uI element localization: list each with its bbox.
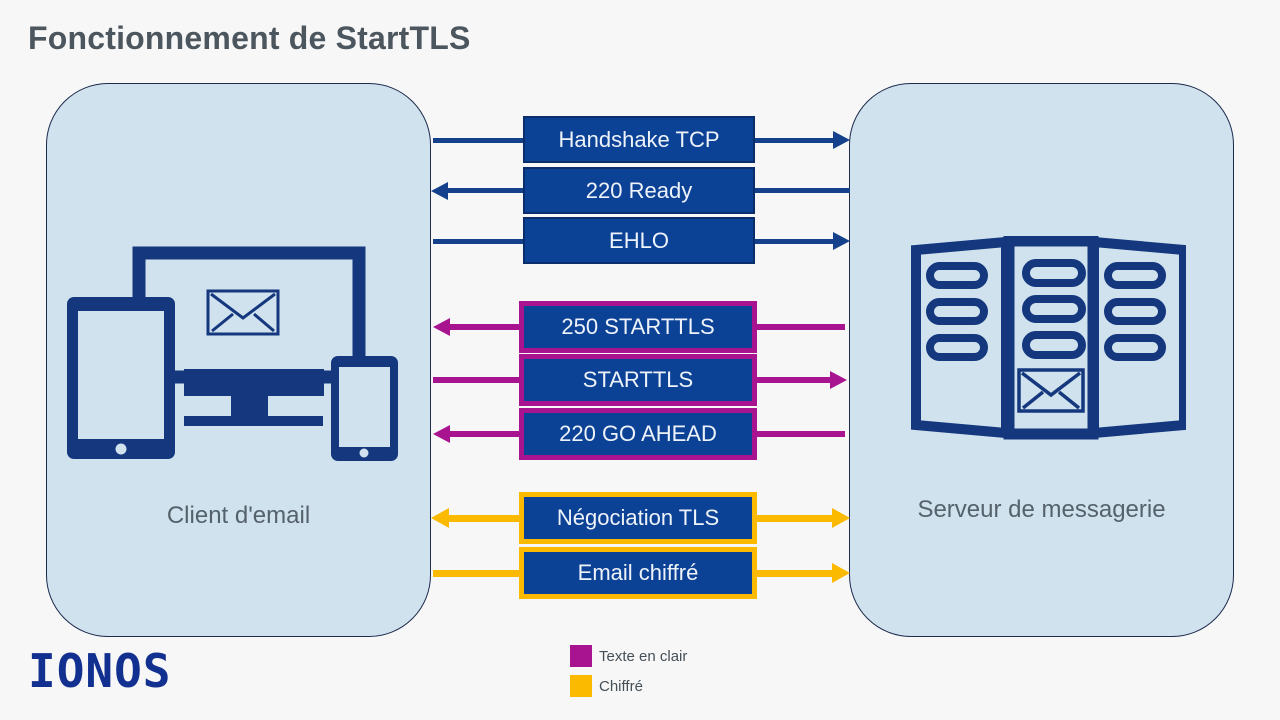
plain-text-swatch-icon bbox=[570, 645, 592, 667]
arrow-line-starttls-left bbox=[433, 377, 519, 383]
arrow-line-ehlo-left bbox=[433, 239, 524, 244]
arrowhead-goahead-left-icon bbox=[433, 425, 450, 443]
ionos-logo: IONOS bbox=[28, 644, 172, 698]
legend: Texte en clair Chiffré bbox=[570, 645, 687, 705]
arrowhead-negociation-right-icon bbox=[832, 508, 850, 528]
message-label: 250 STARTTLS bbox=[561, 314, 715, 339]
message-label: Négociation TLS bbox=[556, 505, 720, 530]
message-box-220-go-ahead: 220 GO AHEAD bbox=[519, 408, 757, 460]
client-label: Client d'email bbox=[166, 502, 311, 529]
mail-server-icon bbox=[911, 236, 1186, 440]
page-title: Fonctionnement de StartTLS bbox=[28, 20, 471, 56]
message-box-220-ready: 220 Ready bbox=[523, 167, 755, 214]
legend-label: Chiffré bbox=[599, 677, 643, 695]
arrow-line-250starttls-left bbox=[449, 324, 519, 330]
message-box-ehlo: EHLO bbox=[523, 217, 755, 264]
client-panel: Client d'email bbox=[46, 83, 431, 637]
server-label: Serveur de messagerie bbox=[917, 496, 1166, 523]
arrow-line-emailchiffre-right bbox=[757, 570, 833, 577]
legend-label: Texte en clair bbox=[599, 647, 688, 665]
arrow-line-negociation-right bbox=[757, 515, 833, 522]
legend-item-chiffre: Chiffré bbox=[570, 675, 687, 697]
arrowhead-220ready-left-icon bbox=[431, 182, 448, 200]
arrowhead-ehlo-right-icon bbox=[833, 232, 850, 250]
arrow-line-220ready-left bbox=[447, 188, 524, 193]
arrowhead-emailchiffre-right-icon bbox=[832, 563, 850, 583]
encrypted-swatch-icon bbox=[570, 675, 592, 697]
arrowhead-negociation-left-icon bbox=[431, 508, 449, 528]
arrowhead-250starttls-left-icon bbox=[433, 318, 450, 336]
arrow-line-goahead-left bbox=[449, 431, 519, 437]
arrow-line-220ready-right bbox=[755, 188, 850, 193]
arrow-line-emailchiffre-left bbox=[433, 570, 519, 577]
arrow-line-negociation-left bbox=[448, 515, 519, 522]
arrow-line-starttls-right bbox=[757, 377, 830, 383]
email-client-devices-icon bbox=[67, 246, 398, 461]
arrow-line-handshake-left bbox=[433, 138, 524, 143]
arrow-line-goahead-right bbox=[757, 431, 845, 437]
message-box-negociation-tls: Négociation TLS bbox=[519, 492, 757, 544]
arrow-line-handshake-right bbox=[755, 138, 833, 143]
arrow-line-250starttls-right bbox=[757, 324, 845, 330]
arrow-line-ehlo-right bbox=[755, 239, 833, 244]
server-panel: Serveur de messagerie bbox=[849, 83, 1234, 637]
message-box-starttls: STARTTLS bbox=[519, 354, 757, 406]
message-label: Email chiffré bbox=[577, 560, 699, 585]
message-box-handshake-tcp: Handshake TCP bbox=[523, 116, 755, 163]
message-label: 220 Ready bbox=[585, 177, 693, 203]
message-label: STARTTLS bbox=[582, 367, 694, 392]
message-box-email-chiffre: Email chiffré bbox=[519, 547, 757, 599]
message-box-250-starttls: 250 STARTTLS bbox=[519, 301, 757, 353]
message-label: EHLO bbox=[609, 227, 669, 253]
arrowhead-starttls-right-icon bbox=[830, 371, 847, 389]
legend-item-texte-en-clair: Texte en clair bbox=[570, 645, 687, 667]
arrowhead-handshake-right-icon bbox=[833, 131, 850, 149]
message-label: 220 GO AHEAD bbox=[559, 421, 717, 446]
message-label: Handshake TCP bbox=[558, 126, 720, 152]
